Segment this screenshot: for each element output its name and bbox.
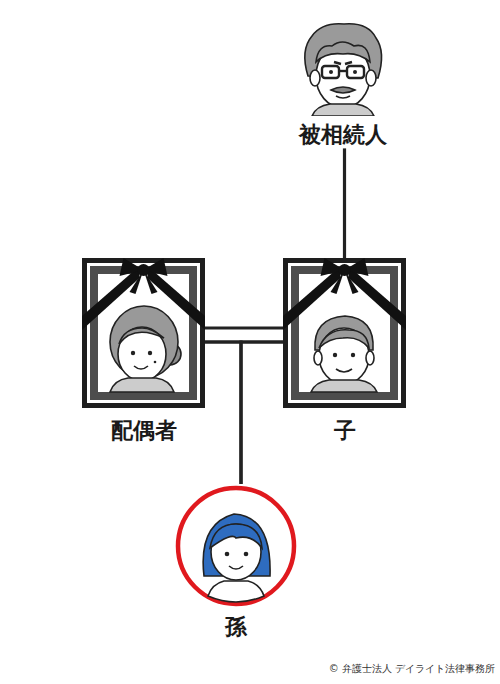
illustration-part <box>305 24 382 116</box>
illustration-part <box>319 328 369 384</box>
family-line <box>344 148 345 258</box>
illustration-part <box>90 266 197 400</box>
illustration-part <box>349 266 407 330</box>
mourning-ribbon <box>283 258 406 330</box>
person-label: 孫 <box>225 614 247 640</box>
grandchild-node: 孫 <box>174 484 298 640</box>
illustration-part <box>351 353 355 357</box>
illustration-part <box>353 70 357 74</box>
illustration-part <box>310 70 320 86</box>
illustration-part <box>366 70 376 86</box>
illustration-part <box>316 42 370 62</box>
illustration-part <box>211 524 261 580</box>
illustration-part <box>118 327 166 381</box>
spouse-portrait <box>110 306 181 392</box>
illustration-part <box>283 266 341 330</box>
illustration-part <box>225 552 230 557</box>
illustration-part <box>283 258 406 408</box>
illustration-part <box>178 488 294 604</box>
illustration-part <box>82 258 205 408</box>
memorial-frame <box>283 258 406 408</box>
illustration-part <box>366 351 374 365</box>
illustration-part <box>110 378 174 392</box>
illustration-part <box>333 353 337 357</box>
illustration-part <box>148 351 152 355</box>
illustration-part <box>329 70 333 74</box>
illustration-part <box>347 66 364 78</box>
portrait <box>174 484 298 608</box>
illustration-part <box>319 330 369 348</box>
connector-path <box>343 148 346 258</box>
illustration-part <box>291 266 398 400</box>
illustration-part <box>311 380 377 392</box>
illustration-part <box>154 361 157 364</box>
connector-path <box>241 342 283 484</box>
illustration-part <box>339 264 351 276</box>
illustration-part <box>244 552 249 557</box>
grandchild-portrait <box>174 484 298 608</box>
illustration-part <box>119 328 164 344</box>
illustration-part <box>87 263 200 403</box>
memorial-frame <box>82 258 205 408</box>
spouse-node: 配偶者 <box>82 258 205 444</box>
illustration-part <box>288 263 401 403</box>
decedent-portrait <box>298 20 388 116</box>
mourning-ribbon <box>82 258 205 330</box>
illustration-part <box>336 96 350 98</box>
person-label: 配偶者 <box>111 418 177 444</box>
decedent-node: 被相続人 <box>298 20 388 148</box>
illustration-part <box>131 351 135 355</box>
family-line <box>241 342 283 484</box>
person-label: 子 <box>334 418 356 444</box>
illustration-part <box>339 70 347 72</box>
connector-path <box>205 342 241 484</box>
illustration-part <box>314 351 322 365</box>
family-line <box>205 342 241 484</box>
illustration-part <box>148 266 206 330</box>
portrait <box>82 258 205 408</box>
person-label: 被相続人 <box>299 122 387 148</box>
child-portrait <box>311 316 377 392</box>
connector-path <box>205 326 283 329</box>
illustration-part <box>208 581 264 602</box>
illustration-part <box>331 87 355 93</box>
illustration-part <box>334 62 352 64</box>
illustration-part <box>82 266 140 330</box>
illustration-part <box>322 66 339 78</box>
illustration-part <box>336 369 352 372</box>
illustration-part <box>203 514 270 602</box>
illustration-part <box>138 264 150 276</box>
illustration-part <box>312 104 374 116</box>
child-node: 子 <box>283 258 406 444</box>
illustration-part <box>134 366 148 369</box>
portrait <box>298 20 388 116</box>
illustration-part <box>210 524 262 548</box>
copyright-note: © 弁護士法人 デイライト法律事務所 <box>329 662 495 676</box>
illustration-part <box>229 566 243 569</box>
family-line <box>205 328 283 342</box>
portrait <box>283 258 406 408</box>
